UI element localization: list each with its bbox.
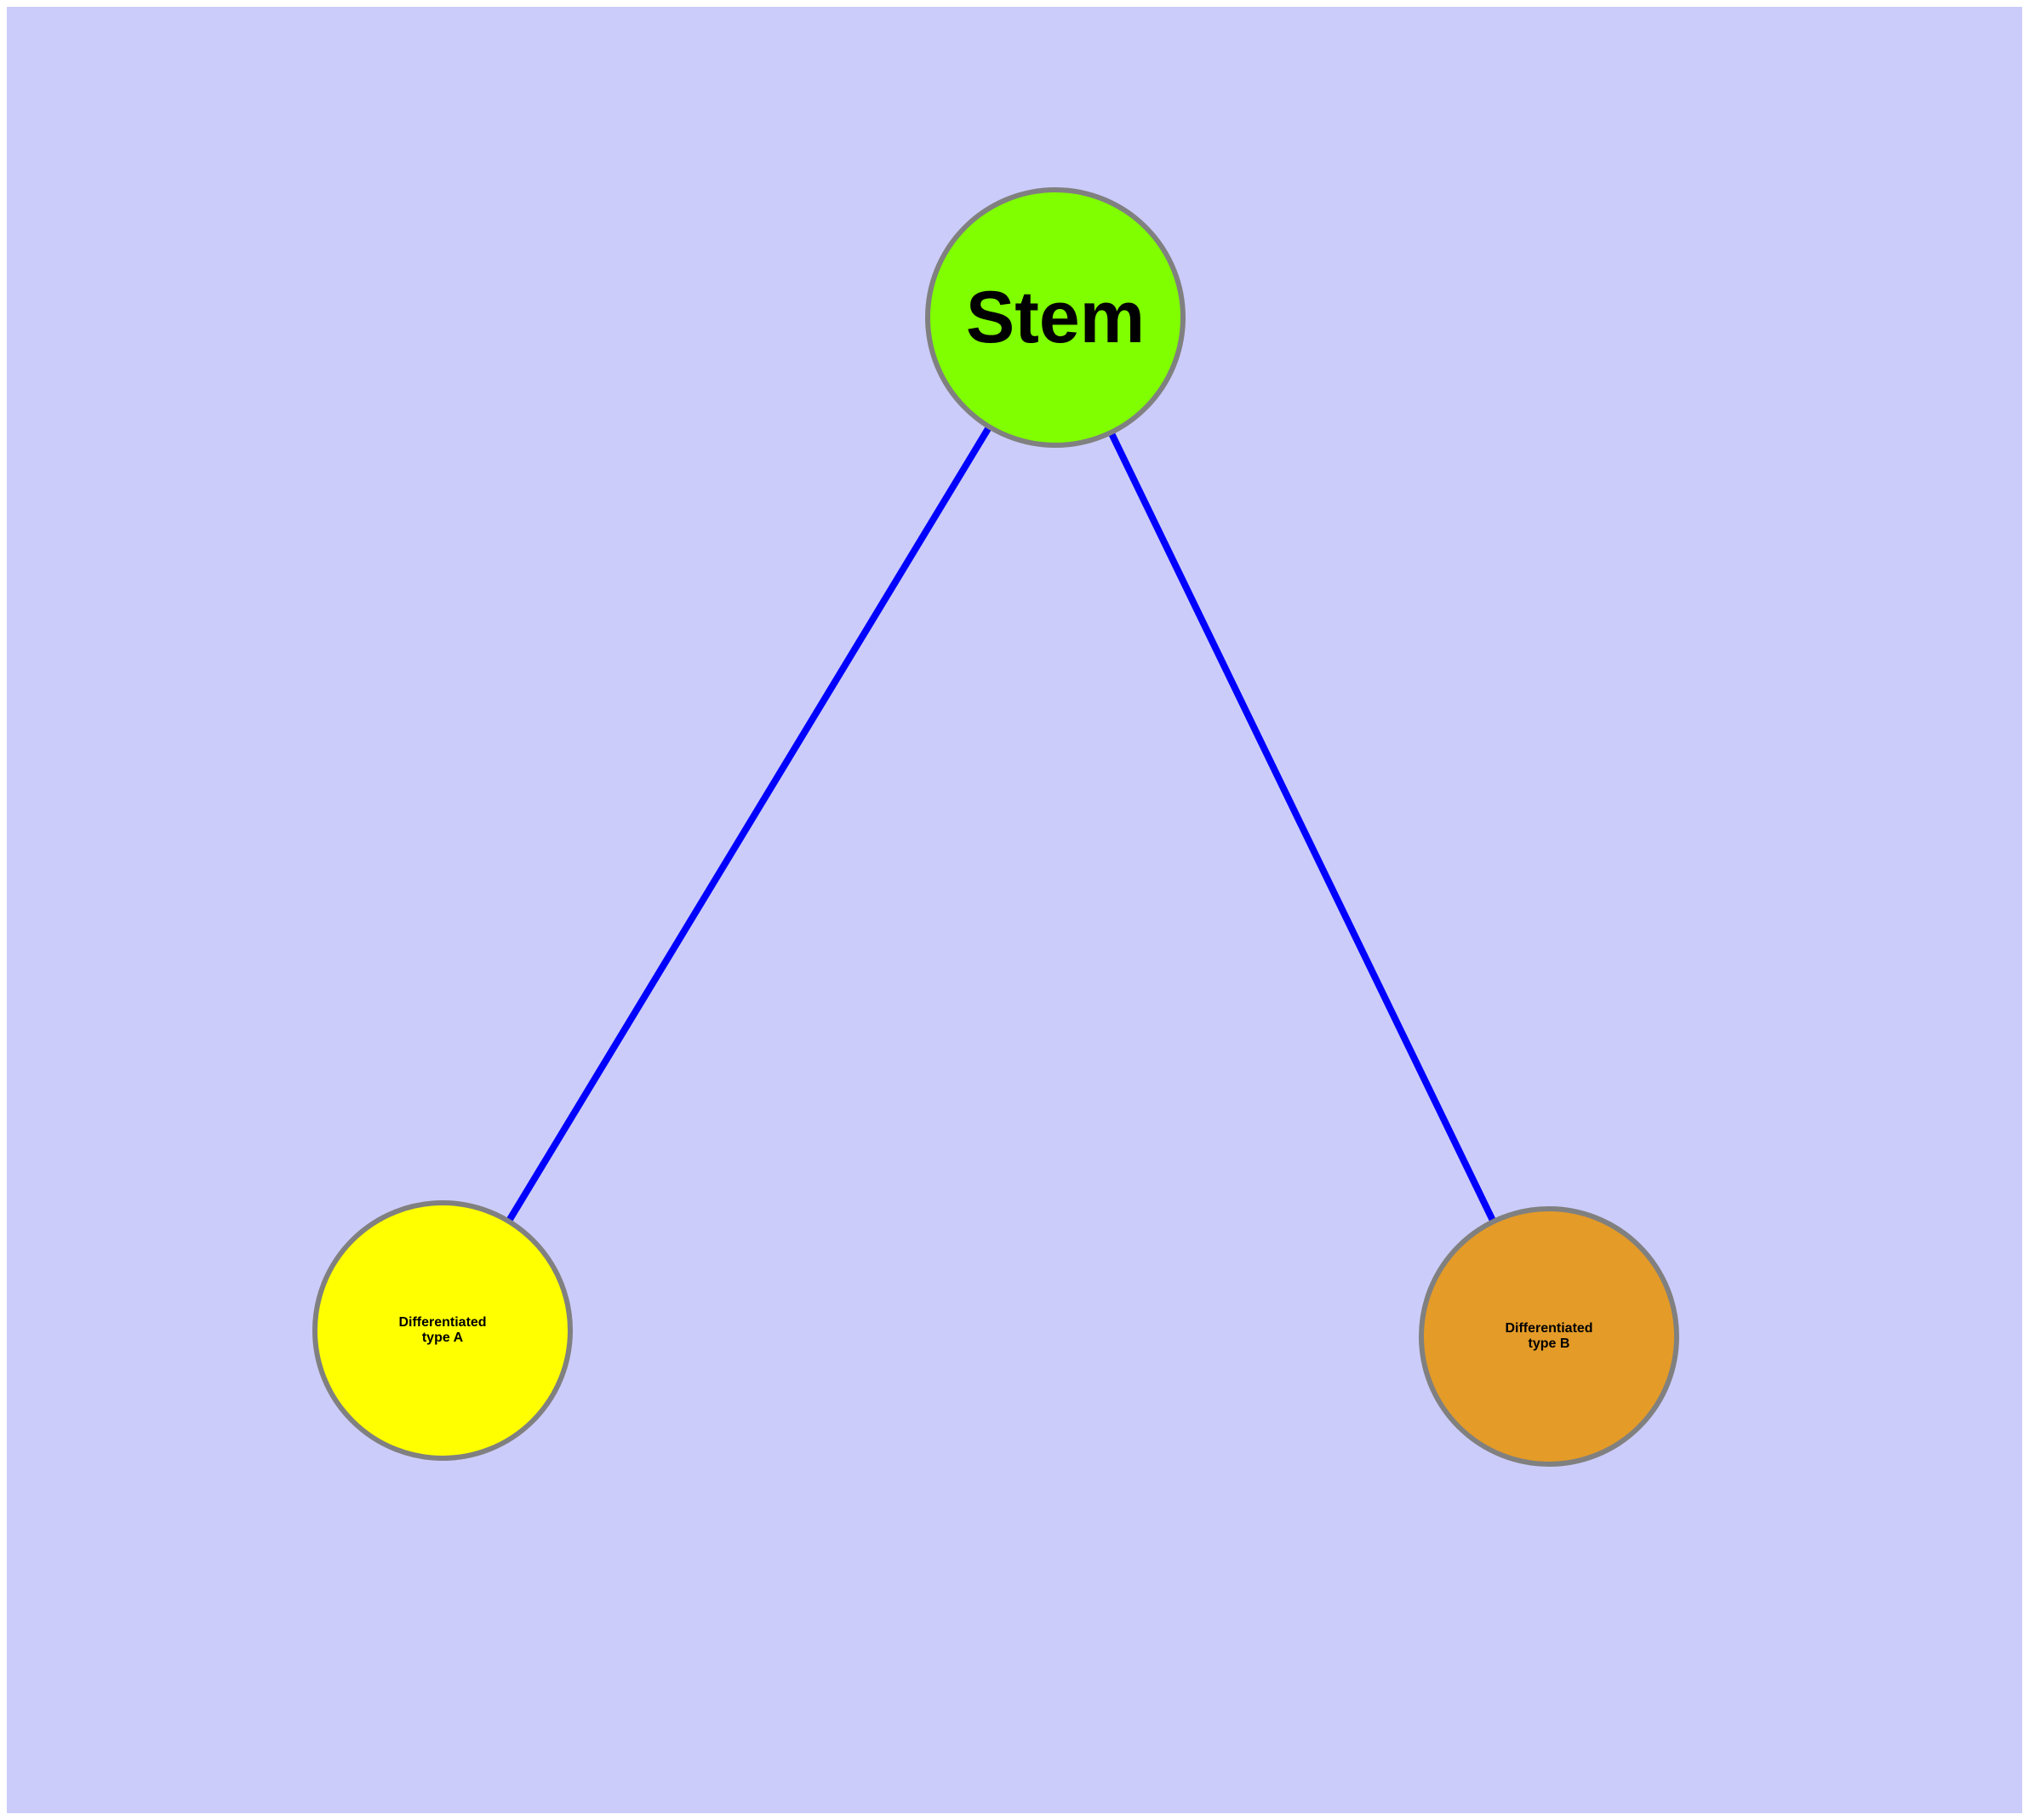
edges-layer	[505, 423, 1498, 1225]
nodes-layer	[312, 187, 1679, 1467]
graph-node-diff_b[interactable]	[1419, 1206, 1679, 1467]
graph-node-diff_a[interactable]	[312, 1200, 573, 1461]
graph-node-stem[interactable]	[925, 187, 1186, 448]
graph-edge-stem-to-diff_b	[1106, 429, 1498, 1225]
graph-edge-stem-to-diff_a	[505, 423, 993, 1225]
